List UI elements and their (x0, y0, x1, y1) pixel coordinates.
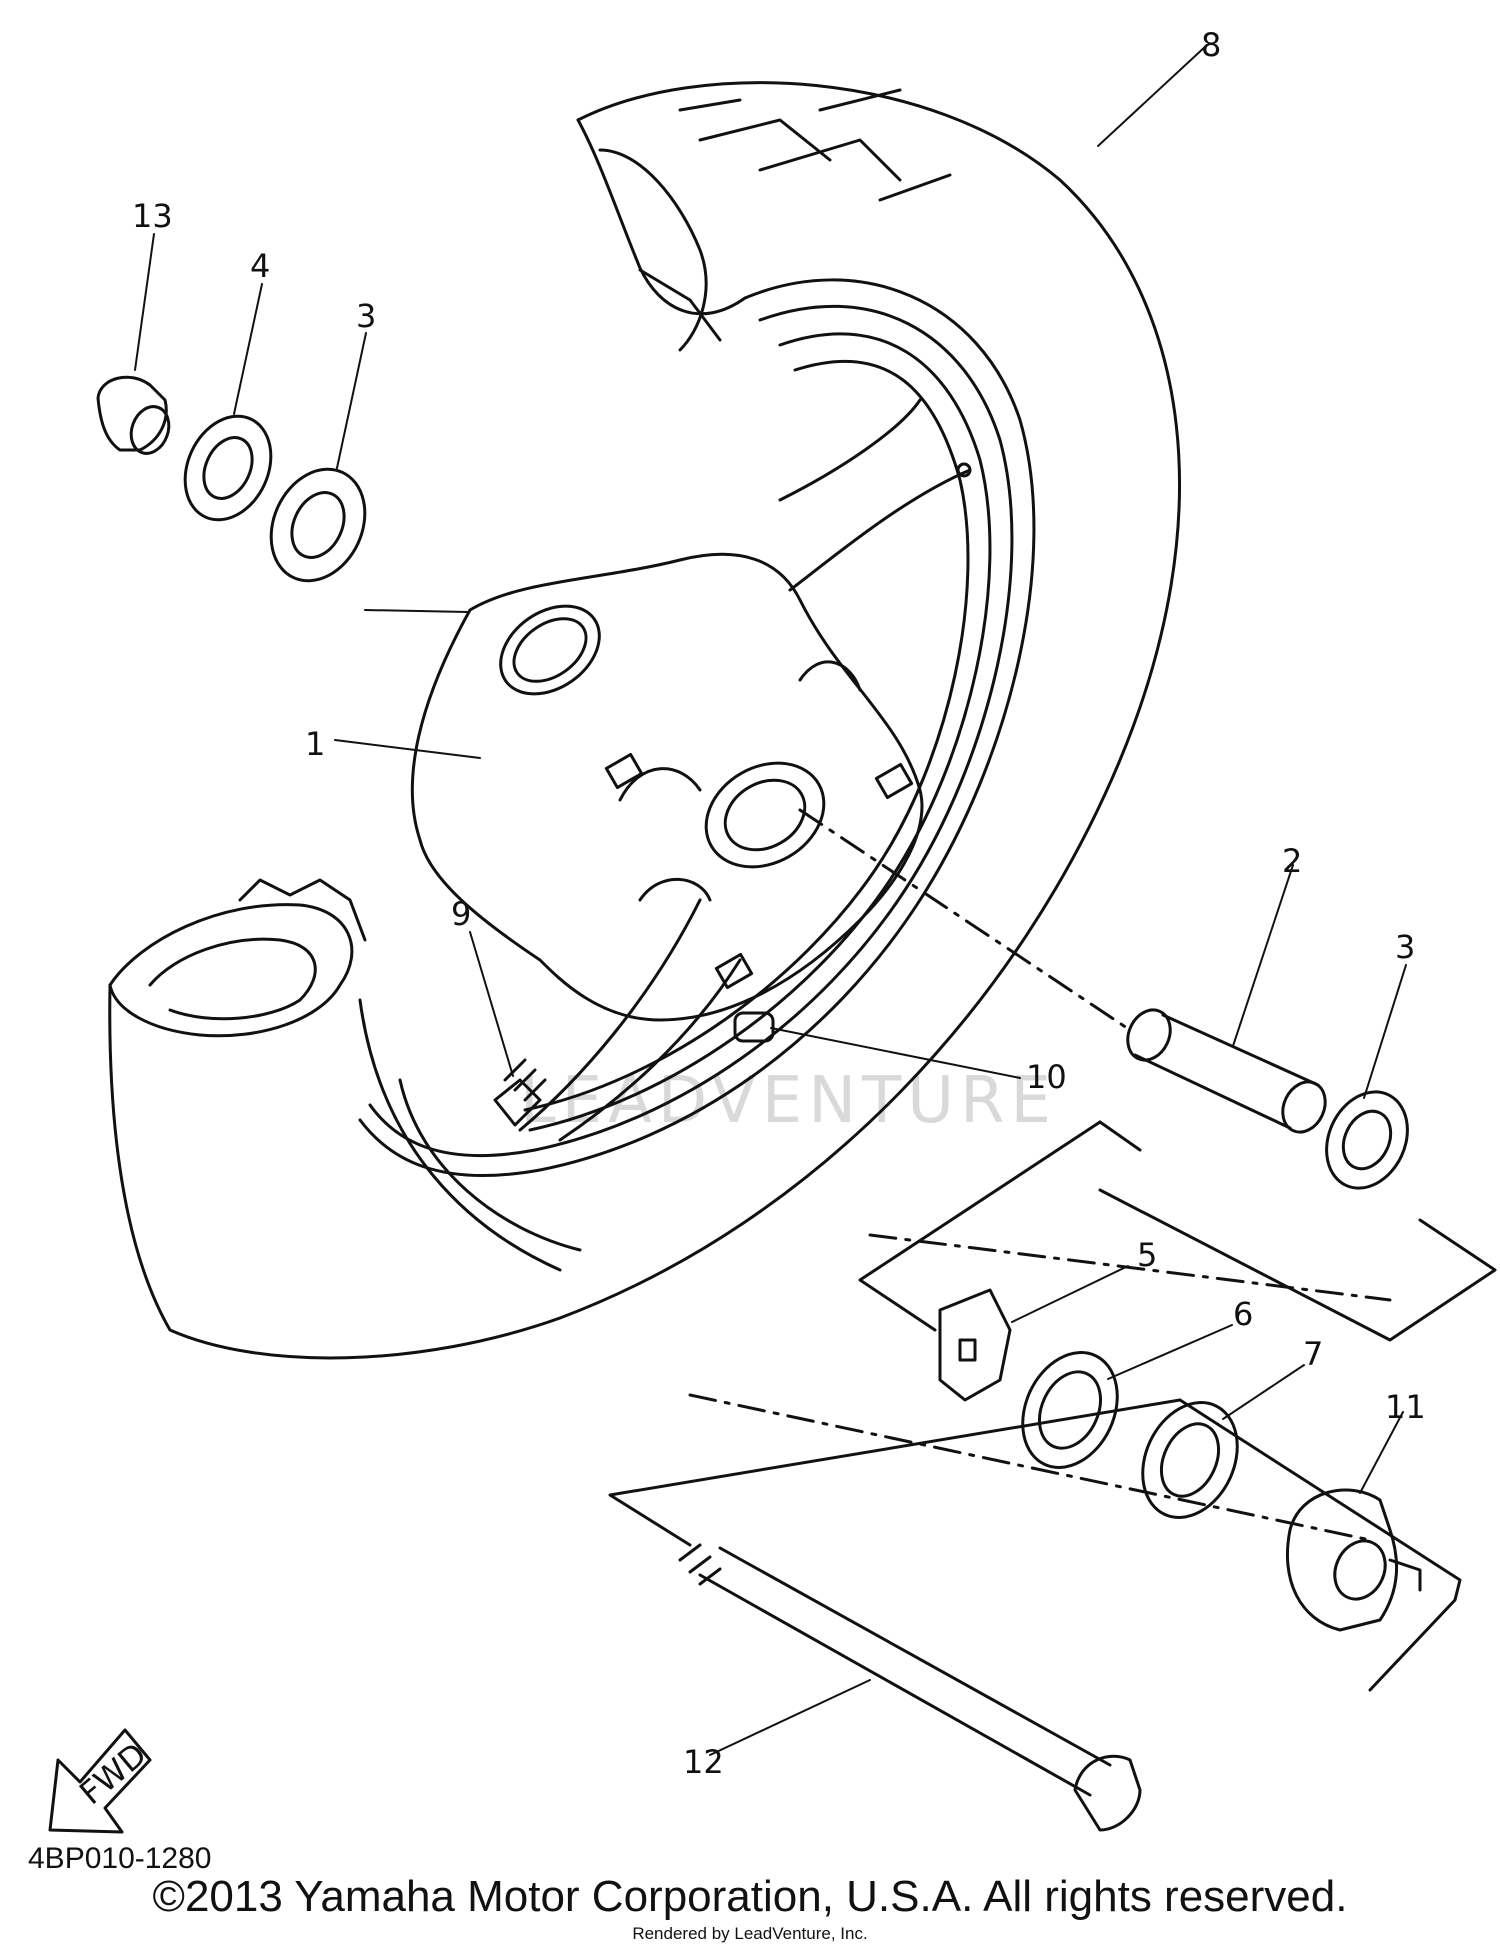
diagram-part-code: 4BP010-1280 (28, 1842, 212, 1875)
axle-centerline (798, 808, 1132, 1032)
callout-6: 6 (1233, 1295, 1253, 1333)
bearing-left (269, 467, 367, 583)
callout-3-right: 3 (1395, 928, 1415, 966)
valve (493, 1058, 547, 1127)
wheel-axle (678, 1543, 1142, 1832)
tire (108, 81, 1181, 1360)
bearing-right (1325, 1090, 1409, 1190)
callout-10: 10 (1026, 1058, 1067, 1096)
oil-seal-6 (1021, 1351, 1119, 1469)
assembly-box-upper (858, 1120, 1497, 1342)
callout-5: 5 (1137, 1236, 1157, 1274)
spacer-flange (938, 1288, 1012, 1402)
fwd-arrow-icon (48, 1728, 152, 1834)
callout-7: 7 (1303, 1335, 1323, 1373)
callout-13: 13 (132, 197, 173, 235)
meter-gear-unit (1285, 1488, 1422, 1632)
oil-seal-7 (1141, 1401, 1239, 1519)
assembly-box-lower (608, 1393, 1462, 1692)
callout-12: 12 (683, 1743, 724, 1781)
oil-seal-4 (183, 414, 273, 522)
callout-9: 9 (451, 895, 471, 933)
callout-11: 11 (1385, 1388, 1426, 1426)
callout-2: 2 (1282, 842, 1302, 880)
callout-4: 4 (250, 247, 270, 285)
wheel-rim (518, 398, 972, 1142)
collar-13 (96, 375, 171, 455)
leader-lines (134, 44, 1407, 1756)
hub (410, 552, 924, 1022)
copyright-notice: ©2013 Yamaha Motor Corporation, U.S.A. A… (152, 1872, 1348, 1921)
callout-1: 1 (305, 725, 325, 763)
watermark: LEADVENTURE (520, 1064, 1057, 1138)
callout-3-left: 3 (356, 297, 376, 335)
callout-8: 8 (1201, 26, 1221, 64)
rendered-by-credit: Rendered by LeadVenture, Inc. (632, 1924, 868, 1943)
collar (1126, 1008, 1327, 1134)
balance-weight (733, 1011, 775, 1043)
